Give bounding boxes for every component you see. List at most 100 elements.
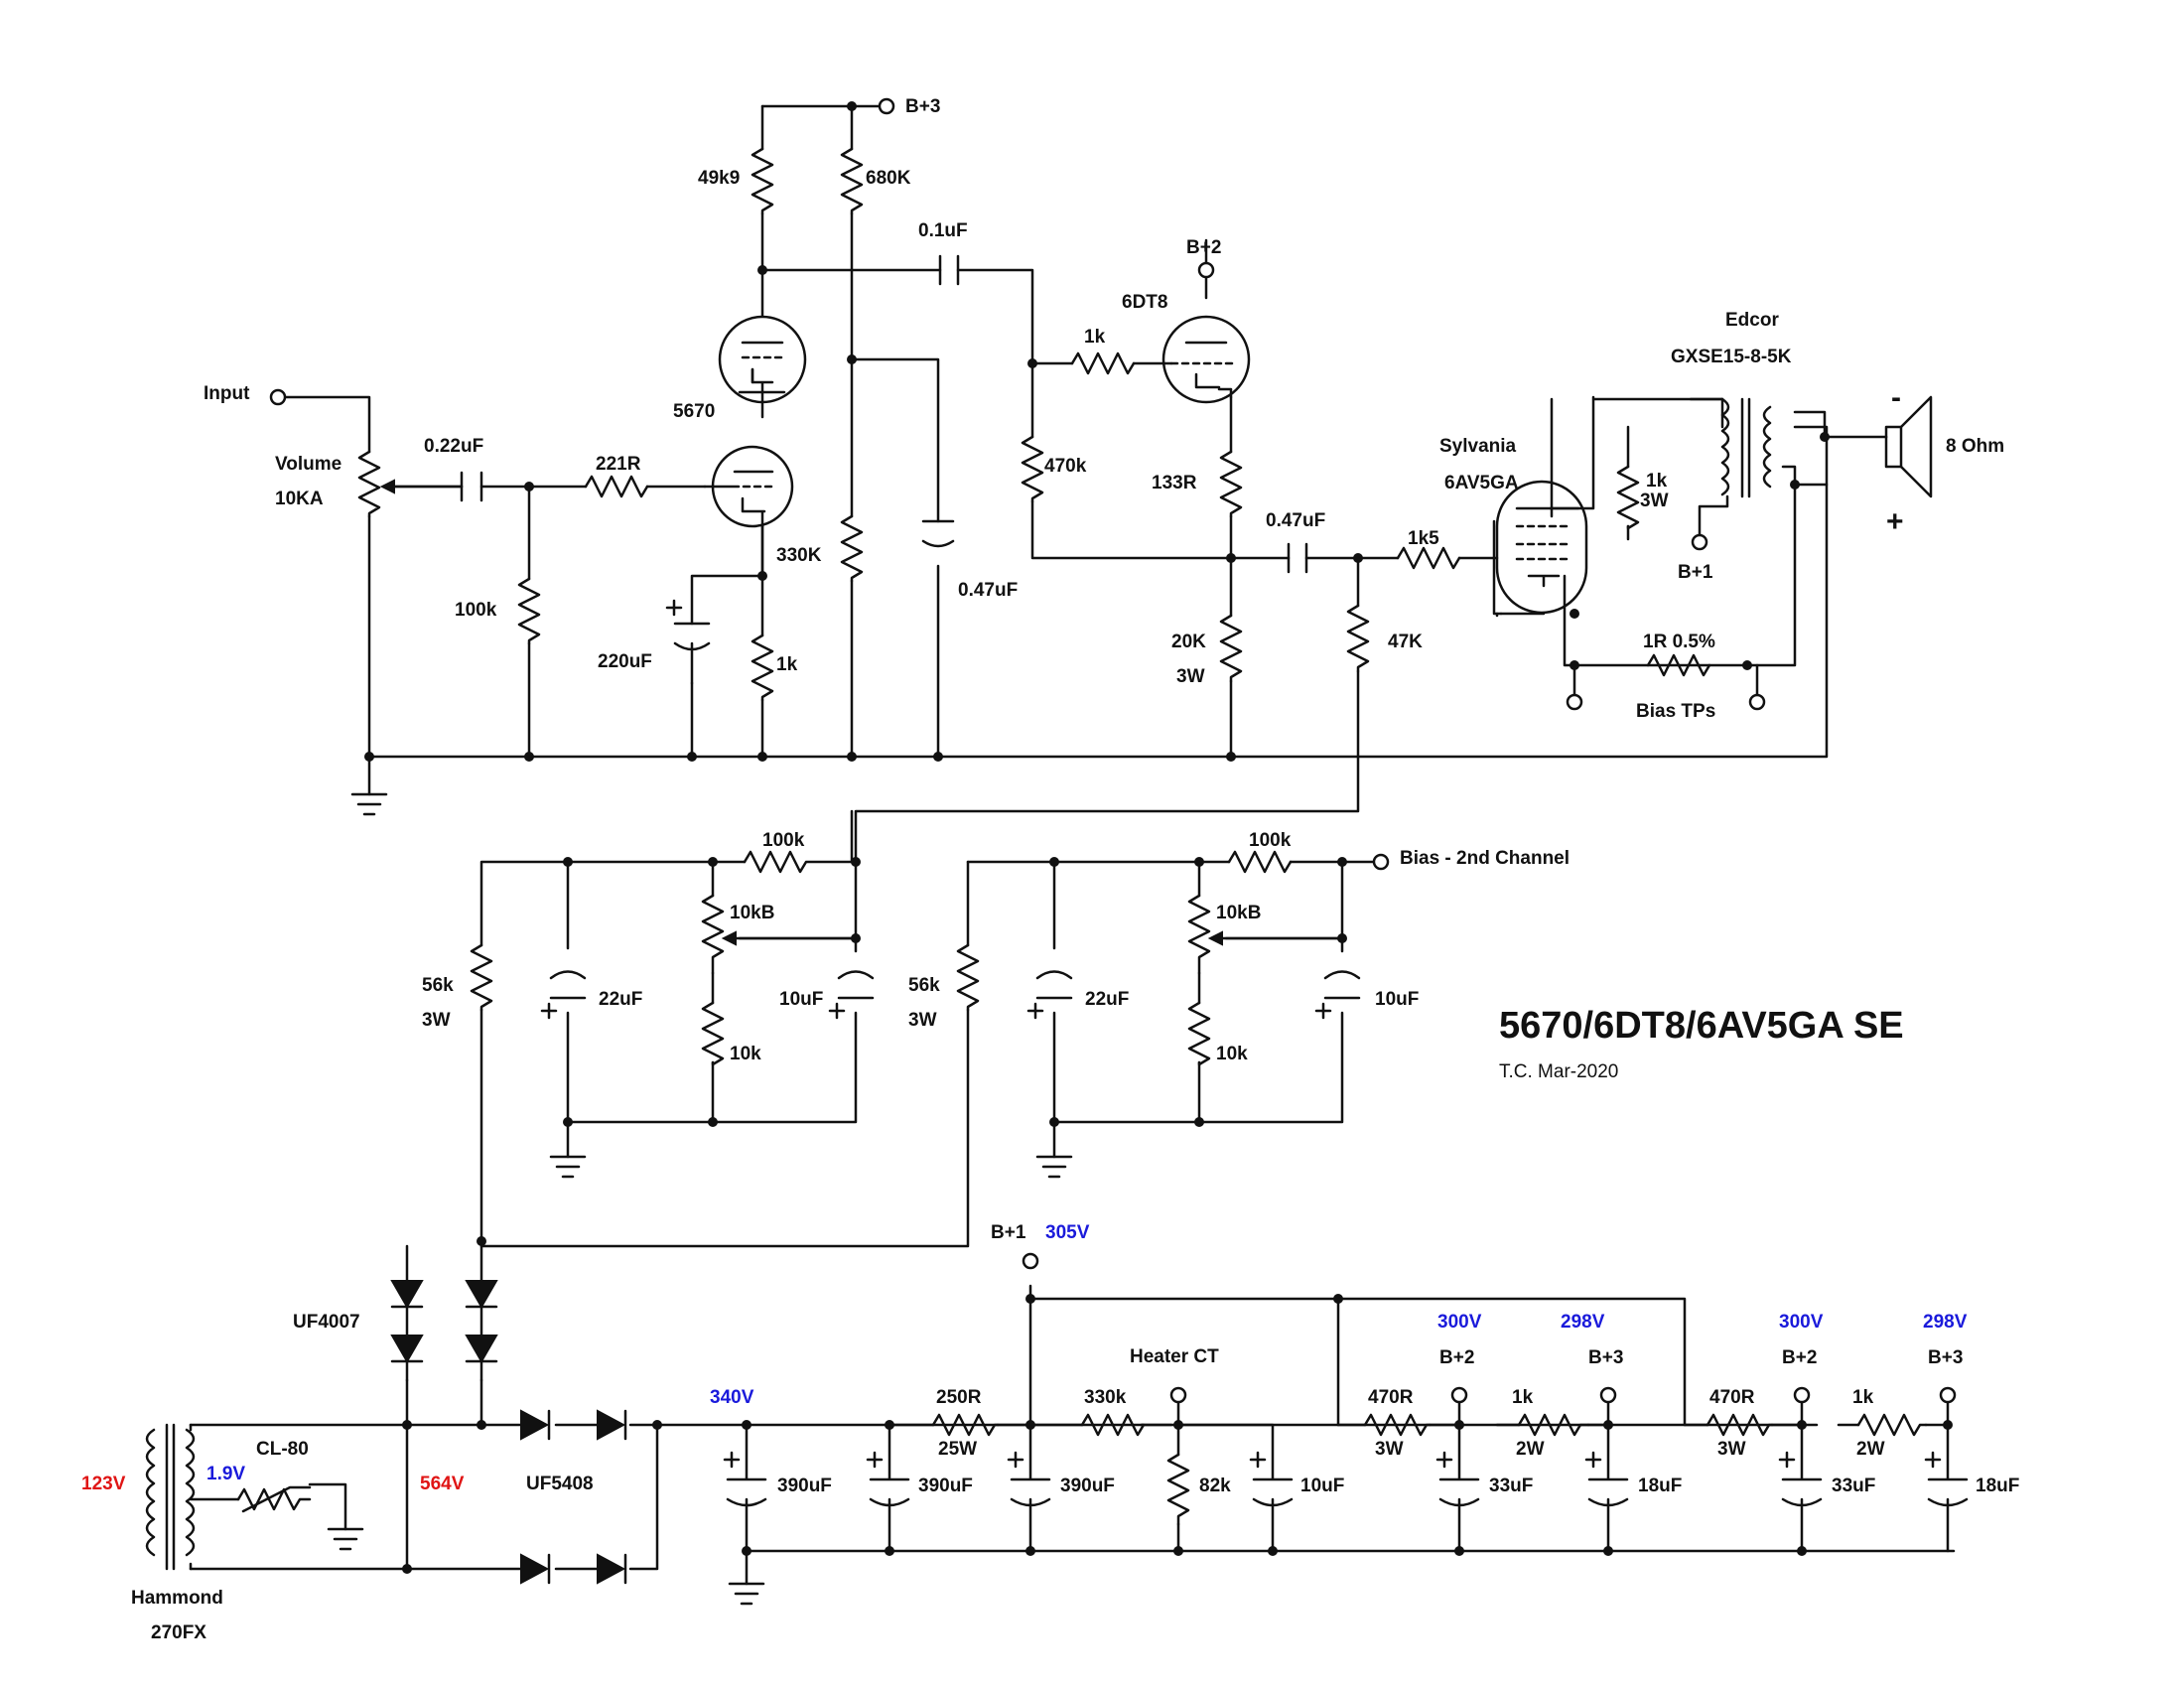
label-bias-tps: Bias TPs: [1636, 701, 1715, 722]
label-r-20k-w: 3W: [1176, 666, 1205, 687]
resistor-221r: [584, 475, 649, 498]
label-c18-b: 18uF: [1976, 1476, 2019, 1496]
label-b1-r56k-w: 3W: [422, 1010, 451, 1031]
speaker: [1884, 395, 1933, 498]
resistor-1k-a: [1517, 1413, 1590, 1437]
label-r-250-w: 25W: [938, 1439, 977, 1460]
terminal-bp3-top: [878, 97, 895, 115]
label-r-680k: 680K: [866, 168, 911, 189]
resistor-330k-psu: [1080, 1413, 1146, 1437]
resistor-1r: [1646, 653, 1711, 677]
label-r-20k: 20K: [1171, 632, 1206, 652]
label-b2-r56k: 56k: [908, 975, 940, 996]
label-hammond: Hammond: [131, 1588, 223, 1609]
resistors: [236, 147, 1928, 1526]
label-uf5408: UF5408: [526, 1474, 594, 1494]
label-c390-2: 390uF: [918, 1476, 973, 1496]
label-ohm8: 8 Ohm: [1946, 436, 2004, 457]
resistor-470r-a: [1363, 1413, 1432, 1437]
label-v123: 123V: [81, 1474, 126, 1494]
terminal-bias-tp-1: [1566, 693, 1583, 711]
label-b2-c10: 10uF: [1375, 989, 1419, 1010]
label-c-047-cath: 0.47uF: [958, 580, 1018, 601]
label-input: Input: [204, 383, 250, 404]
resistor-1k-grid: [1070, 352, 1136, 375]
label-tube-5670: 5670: [673, 401, 715, 422]
label-uf4007: UF4007: [293, 1312, 360, 1333]
terminal-bp2-b: [1793, 1386, 1811, 1404]
terminal-bp2-a: [1450, 1386, 1468, 1404]
resistor-b2-100k: [1227, 850, 1293, 874]
label-c-022: 0.22uF: [424, 436, 483, 457]
resistor-47k: [1346, 604, 1370, 673]
label-tube-6av5: 6AV5GA: [1444, 473, 1519, 493]
pot-wipers: [379, 479, 1344, 946]
label-r-1k3w-a: 1k: [1646, 471, 1668, 492]
capacitors: [460, 254, 1969, 1553]
label-r-1k3w-b: 3W: [1640, 491, 1669, 511]
label-r-470-a-w: 3W: [1375, 1439, 1404, 1460]
label-r-1k-a-w: 2W: [1516, 1439, 1545, 1460]
label-r-47k: 47K: [1388, 632, 1423, 652]
label-minus: -: [1891, 381, 1901, 414]
wires: [189, 104, 1956, 1586]
label-c33-b: 33uF: [1832, 1476, 1875, 1496]
label-r-330k: 330K: [776, 545, 822, 566]
label-b2-r56k-w: 3W: [908, 1010, 937, 1031]
resistor-470r-b: [1706, 1413, 1774, 1437]
resistor-133r: [1219, 450, 1243, 518]
resistor-b1-pot: [701, 894, 725, 975]
resistor-b1-56k: [470, 943, 493, 1012]
output-transformer: [1720, 397, 1772, 498]
label-c-220: 220uF: [598, 651, 652, 672]
label-v340: 340V: [710, 1387, 754, 1408]
terminal-bp3-a: [1599, 1386, 1617, 1404]
label-r-470-b: 470R: [1709, 1387, 1755, 1408]
resistor-330k: [840, 514, 864, 583]
label-r-470k: 470k: [1044, 456, 1087, 477]
label-volume-val: 10KA: [275, 489, 324, 509]
label-c18-a: 18uF: [1638, 1476, 1682, 1496]
label-c-047-out: 0.47uF: [1266, 510, 1325, 531]
grounds: [327, 792, 1073, 1606]
label-edcor-model: GXSE15-8-5K: [1671, 347, 1792, 367]
label-r-250: 250R: [936, 1387, 982, 1408]
label-v564: 564V: [420, 1474, 465, 1494]
label-bias-2nd: Bias - 2nd Channel: [1400, 848, 1570, 869]
terminal-bp1-top: [1691, 533, 1708, 551]
label-v300b: 300V: [1779, 1312, 1824, 1333]
label-b1-r56k: 56k: [422, 975, 454, 996]
label-r-330k-psu: 330k: [1084, 1387, 1127, 1408]
terminal-bias-2nd: [1372, 853, 1390, 871]
page-subtitle: T.C. Mar-2020: [1499, 1061, 1618, 1082]
label-bp3-b: B+3: [1928, 1347, 1963, 1368]
label-hammond-model: 270FX: [151, 1622, 206, 1643]
resistor-49k9: [751, 147, 774, 215]
resistor-b2-56k: [956, 943, 980, 1012]
label-bp3-a: B+3: [1588, 1347, 1623, 1368]
label-b2-r100k: 100k: [1249, 830, 1292, 851]
terminal-heater-ct: [1169, 1386, 1187, 1404]
label-r-1k-b: 1k: [1852, 1387, 1874, 1408]
label-volume: Volume: [275, 454, 341, 475]
resistor-b1-10k: [701, 1001, 725, 1066]
resistor-b1-100k: [743, 850, 854, 874]
label-r-133: 133R: [1152, 473, 1197, 493]
thermistor-cl80: [236, 1487, 312, 1511]
label-v19: 1.9V: [206, 1464, 245, 1484]
label-b1-pot: 10kB: [730, 903, 774, 923]
label-r-1r: 1R 0.5%: [1643, 632, 1715, 652]
label-r-82k: 82k: [1199, 1476, 1231, 1496]
label-v300a: 300V: [1437, 1312, 1482, 1333]
label-b1-r10k: 10k: [730, 1044, 761, 1064]
label-r-1k-a: 1k: [1512, 1387, 1534, 1408]
terminal-bias-tp-2: [1748, 693, 1766, 711]
terminal-bp3-b: [1939, 1386, 1957, 1404]
resistor-b2-pot: [1187, 894, 1211, 975]
label-r-1k-b-w: 2W: [1856, 1439, 1885, 1460]
label-cl80: CL-80: [256, 1439, 309, 1460]
label-r-221: 221R: [596, 454, 641, 475]
power-transformer: [145, 1423, 196, 1571]
label-bp2-b: B+2: [1782, 1347, 1817, 1368]
